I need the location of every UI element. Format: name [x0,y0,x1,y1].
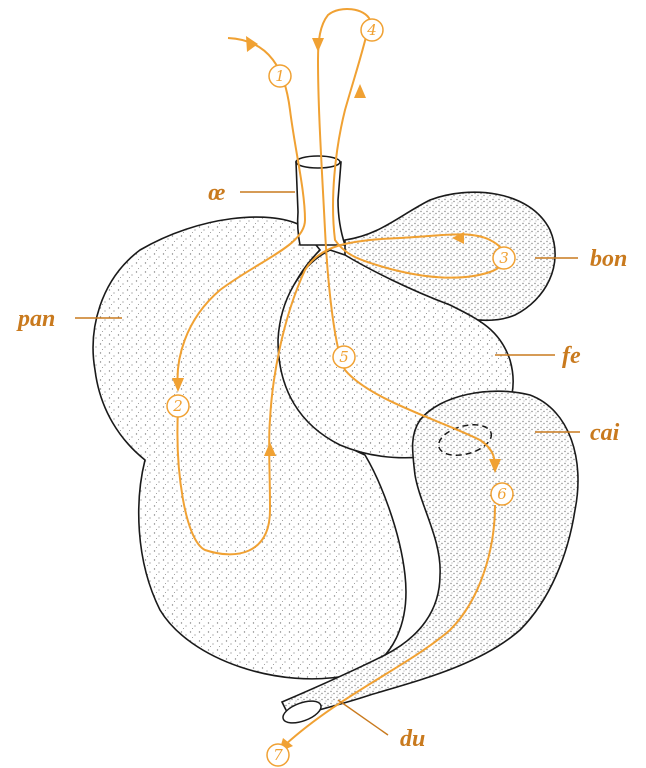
label-bonnet: bon [590,246,627,272]
step-number-6: 6 [497,485,507,503]
step-marker-5: 5 [333,346,355,368]
arrow-step-4-up [354,84,366,98]
label-duodenum: du [400,726,425,752]
step-marker-1: 1 [269,65,291,87]
step-number-3: 3 [499,249,509,267]
label-feuillet: fe [562,343,581,369]
step-marker-7: 7 [267,744,289,766]
arrow-step-4-down [312,38,324,52]
step-marker-4: 4 [361,19,383,41]
step-number-4: 4 [366,21,377,39]
label-panse: pan [16,306,55,332]
label-oesophagus: œ [208,180,225,206]
arrow-step-1 [246,36,258,52]
step-marker-3: 3 [493,247,515,269]
step-marker-2: 2 [167,395,189,417]
step-number-2: 2 [172,397,183,415]
step-number-5: 5 [339,348,349,366]
label-caillette: cai [590,420,620,446]
step-number-1: 1 [275,67,285,85]
leader-duodenum [338,700,388,735]
step-number-7: 7 [273,746,283,764]
step-marker-6: 6 [491,483,513,505]
